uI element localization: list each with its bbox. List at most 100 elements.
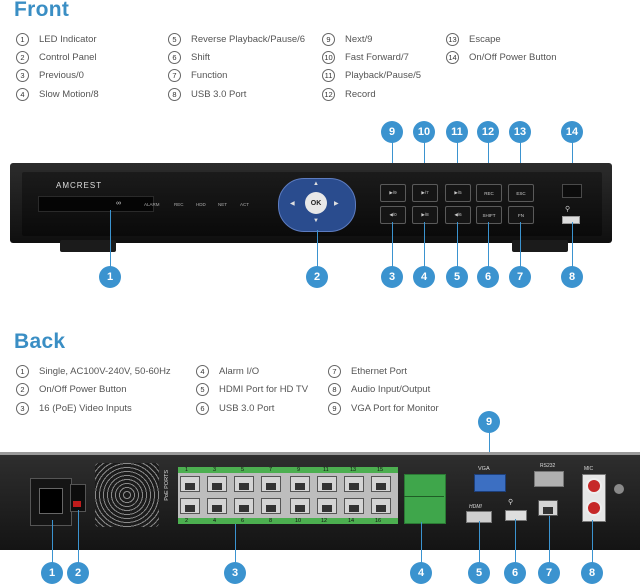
poe-port[interactable] <box>290 476 310 492</box>
callout-front-5: 5 <box>446 266 468 288</box>
poe-port[interactable] <box>180 476 200 492</box>
led-label: REC <box>174 202 184 207</box>
poe-port[interactable] <box>207 476 227 492</box>
callout-back-9: 9 <box>478 411 500 433</box>
usb-port[interactable] <box>505 510 527 521</box>
callout-front-3: 3 <box>381 266 403 288</box>
callout-front-14: 14 <box>561 121 583 143</box>
callout-front-9: 9 <box>381 121 403 143</box>
led-label: HDD <box>196 202 206 207</box>
terminal-divider <box>404 496 444 497</box>
poe-port[interactable] <box>344 498 364 514</box>
down-arrow-icon[interactable]: ▼ <box>313 218 319 224</box>
rs232-port[interactable] <box>534 471 564 487</box>
vga-label: VGA <box>478 466 490 472</box>
poe-ports-label: PoE PORTS <box>164 470 170 501</box>
slow-motion-button[interactable]: ▶/8 <box>412 206 438 224</box>
led-label: NET <box>218 202 227 207</box>
callout-back-5: 5 <box>468 562 490 584</box>
port-number: 1 <box>185 467 189 473</box>
port-number: 11 <box>323 467 329 473</box>
poe-port[interactable] <box>234 476 254 492</box>
device-foot <box>512 240 568 252</box>
ethernet-port[interactable] <box>538 500 558 516</box>
callout-line <box>424 142 425 166</box>
port-number: 10 <box>295 518 302 524</box>
hdmi-label: HDMI <box>469 504 482 510</box>
callout-front-10: 10 <box>413 121 435 143</box>
poe-port[interactable] <box>234 498 254 514</box>
function-button[interactable]: FN <box>508 206 534 224</box>
callout-line <box>235 524 236 566</box>
callout-front-8: 8 <box>561 266 583 288</box>
back-heading: Back <box>14 330 66 353</box>
callout-line <box>392 142 393 166</box>
callout-line <box>572 222 573 268</box>
next-button[interactable]: ▶/9 <box>380 184 406 202</box>
callout-front-6: 6 <box>477 266 499 288</box>
callout-front-7: 7 <box>509 266 531 288</box>
record-button[interactable]: REC <box>476 184 502 202</box>
poe-port[interactable] <box>371 476 391 492</box>
poe-port[interactable] <box>344 476 364 492</box>
audio-input-jack[interactable] <box>586 478 602 494</box>
port-number: 5 <box>241 467 245 473</box>
callout-line <box>515 519 516 566</box>
poe-port[interactable] <box>317 498 337 514</box>
callout-line <box>392 222 393 268</box>
front-heading: Front <box>14 0 70 21</box>
up-arrow-icon[interactable]: ▲ <box>313 181 319 187</box>
poe-port[interactable] <box>371 498 391 514</box>
callout-line <box>78 510 79 566</box>
previous-button[interactable]: ◀/0 <box>380 206 406 224</box>
callout-line <box>520 222 521 268</box>
reverse-playback-button[interactable]: ◀/6 <box>445 206 471 224</box>
poe-port[interactable] <box>207 498 227 514</box>
led-indicator <box>38 196 154 212</box>
poe-port[interactable] <box>317 476 337 492</box>
poe-port[interactable] <box>290 498 310 514</box>
audio-output-jack[interactable] <box>586 500 602 516</box>
poe-green-strip-bottom <box>178 518 398 524</box>
poe-port[interactable] <box>180 498 200 514</box>
escape-button[interactable]: ESC <box>508 184 534 202</box>
usb-icon: ⚲ <box>565 206 571 213</box>
fast-forward-button[interactable]: ▶/7 <box>412 184 438 202</box>
usb-port[interactable] <box>562 216 580 224</box>
port-number: 6 <box>241 518 245 524</box>
poe-port[interactable] <box>261 476 281 492</box>
callout-back-3: 3 <box>224 562 246 584</box>
usb-icon: ⚲ <box>508 499 514 506</box>
ground-screw <box>614 484 624 494</box>
callout-front-1: 1 <box>99 266 121 288</box>
shift-button[interactable]: SHIFT <box>476 206 502 224</box>
power-button[interactable] <box>562 184 582 198</box>
alarm-io-terminal[interactable] <box>404 474 446 524</box>
port-number: 7 <box>269 467 273 473</box>
callout-front-13: 13 <box>509 121 531 143</box>
ok-button[interactable]: OK <box>305 192 327 214</box>
right-arrow-icon[interactable]: ▶ <box>334 201 339 207</box>
poe-port[interactable] <box>261 498 281 514</box>
callout-back-4: 4 <box>410 562 432 584</box>
callout-line <box>572 142 573 166</box>
playback-button[interactable]: ▶/5 <box>445 184 471 202</box>
device-foot <box>60 240 116 252</box>
vga-port[interactable] <box>474 474 506 492</box>
power-switch[interactable] <box>70 484 86 512</box>
callout-front-4: 4 <box>413 266 435 288</box>
callout-front-2: 2 <box>306 266 328 288</box>
brand-logo: AMCREST <box>56 181 103 190</box>
callout-front-11: 11 <box>446 121 468 143</box>
callout-front-12: 12 <box>477 121 499 143</box>
left-arrow-icon[interactable]: ◀ <box>290 201 295 207</box>
